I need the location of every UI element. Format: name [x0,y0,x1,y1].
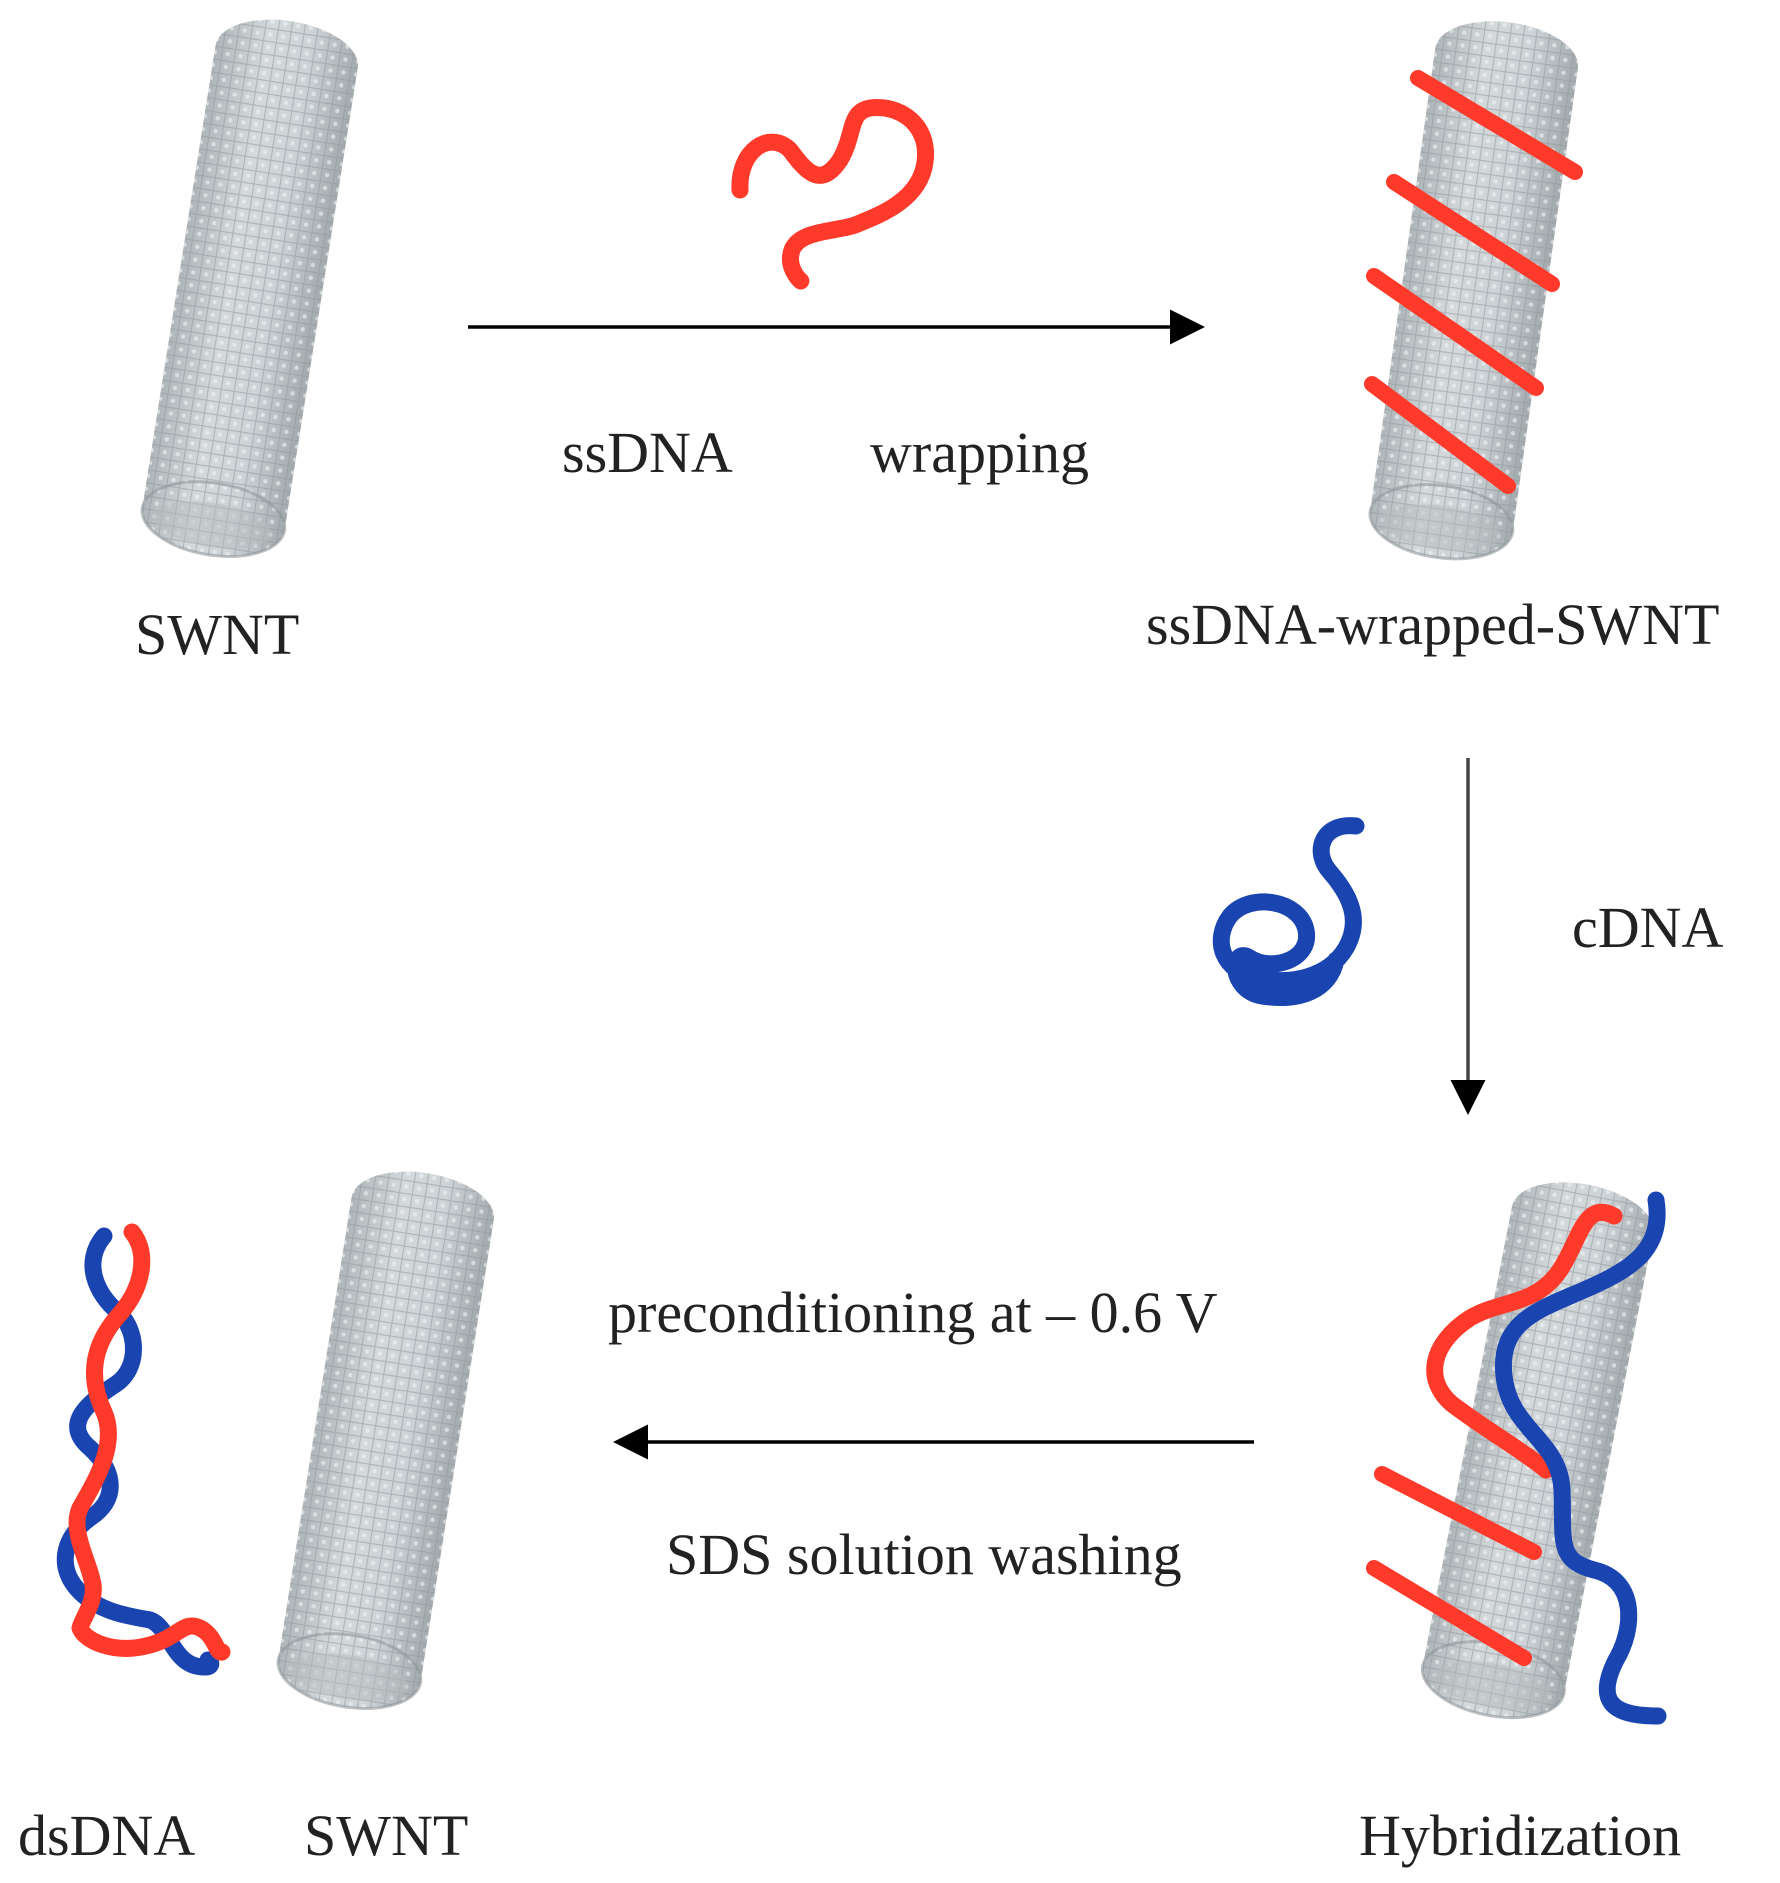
label-cdna: cDNA [1572,895,1724,960]
label-hybridization: Hybridization [1359,1803,1681,1868]
label-sds-washing: SDS solution washing [666,1522,1182,1587]
label-wrapped-swnt: ssDNA-wrapped-SWNT [1146,592,1719,657]
hybrid-red-strand [1426,1203,1623,1479]
hybrid-blue-strand [1494,1191,1667,1725]
label-swnt-bottom: SWNT [304,1803,468,1868]
dsdna-red-strand [68,1223,231,1661]
ssdna-strand [731,99,935,290]
cdna-strand [1212,817,1365,1006]
label-wrapping: wrapping [870,420,1089,485]
swnt-tube-top-left [135,8,365,568]
label-dsdna: dsDNA [18,1803,195,1868]
label-swnt-top: SWNT [135,602,299,667]
label-preconditioning: preconditioning at – 0.6 V [608,1280,1218,1345]
label-ssdna: ssDNA [562,420,733,485]
swnt-tube-bottom [271,1160,501,1720]
dsdna-helix [56,1223,231,1676]
ssdna-wrap-bands [1364,70,1583,494]
swnt-tube-hybridized [1366,1169,1667,1731]
swnt-tube-wrapped [1363,11,1585,569]
remaining-ssdna-bands [1366,1466,1542,1666]
